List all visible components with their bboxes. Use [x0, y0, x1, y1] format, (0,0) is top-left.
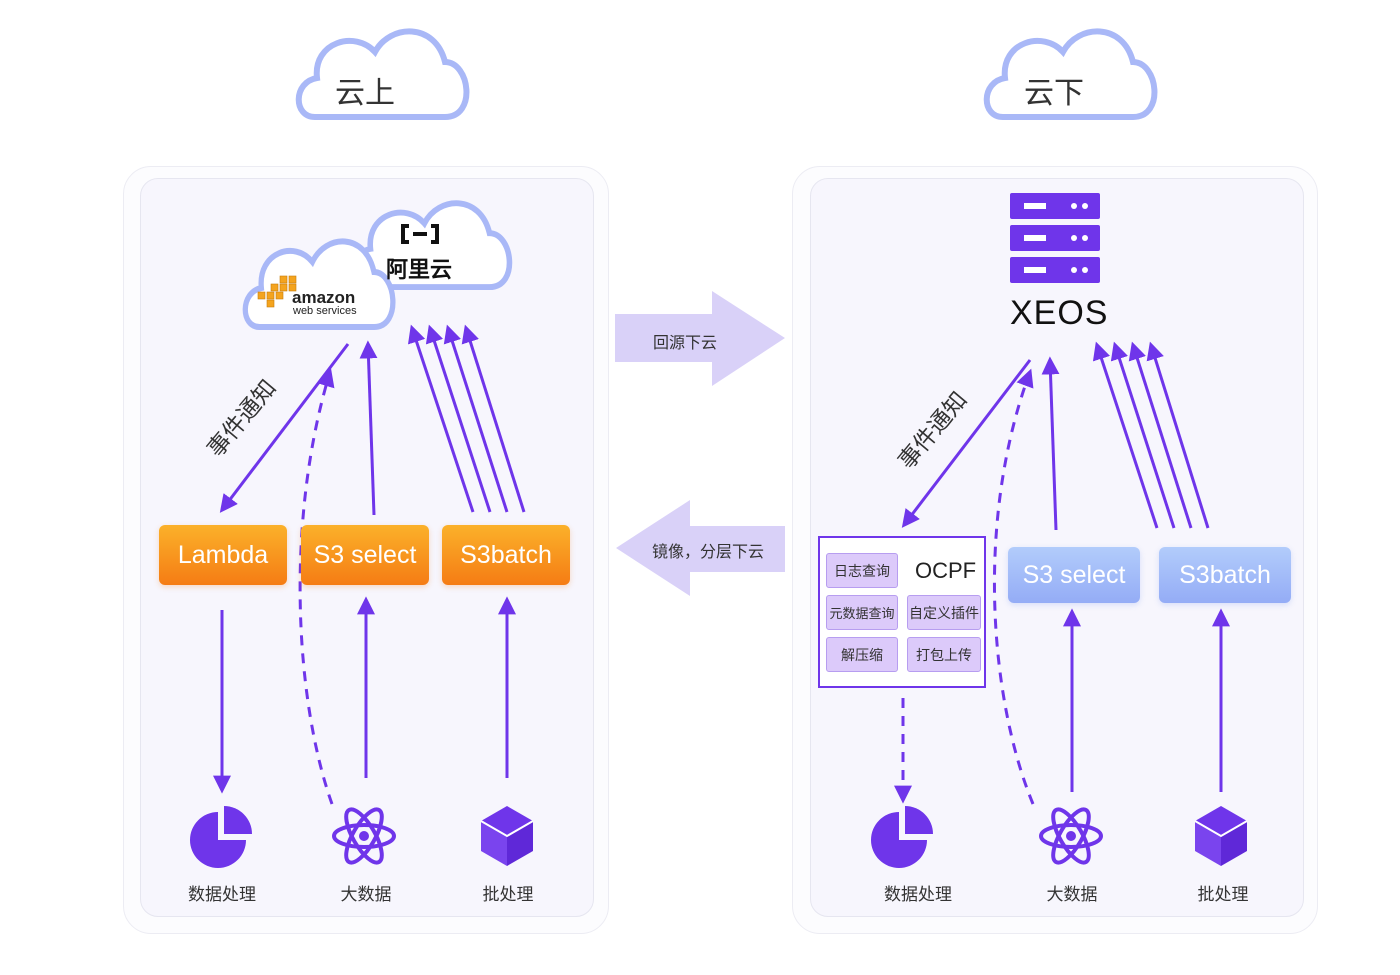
cloud-label-right: 云下 [1024, 76, 1084, 111]
metadata-query-item[interactable]: 元数据查询 [826, 595, 898, 630]
pie-chart-icon [190, 806, 252, 868]
big-data-label-right: 大数据 [1046, 885, 1098, 905]
event-arrow-right [901, 359, 1032, 528]
s3-select-box-right[interactable]: S3 select [1008, 547, 1140, 603]
decompress-item[interactable]: 解压缩 [826, 637, 898, 672]
aws-logo [257, 275, 297, 308]
s3select-up-arrow-right [1041, 356, 1060, 531]
batch-processing-label-right: 批处理 [1197, 885, 1249, 905]
dashed-arrow-left [298, 368, 335, 805]
batch-arrow-left-4 [461, 324, 526, 513]
lambda-box[interactable]: Lambda [159, 525, 287, 585]
atom-icon [332, 807, 396, 865]
batch-arrow-left-1 [407, 324, 475, 513]
batch-arrow-right-4 [1146, 341, 1210, 529]
data-processing-label-left: 数据处理 [188, 885, 256, 905]
arrow-right-banner [615, 291, 785, 386]
cloud-label-left: 云上 [335, 76, 395, 111]
server-icon [1010, 193, 1100, 283]
aliyun-logo [401, 224, 439, 244]
ocpf-title: OCPF [915, 558, 977, 583]
package-upload-item[interactable]: 打包上传 [907, 637, 981, 672]
batch-arrow-right-3 [1128, 341, 1193, 529]
batch-arrow-right-1 [1092, 341, 1159, 529]
aliyun-label: 阿里云 [386, 258, 453, 283]
ocpf-box[interactable]: 日志查询 OCPF 元数据查询 自定义插件 解压缩 打包上传 [818, 536, 986, 688]
dashed-arrow-right [992, 368, 1035, 805]
cube-icon [480, 806, 534, 866]
xeos-title: XEOS [1010, 294, 1109, 332]
log-query-item[interactable]: 日志查询 [826, 553, 898, 588]
batch-processing-label-left: 批处理 [482, 885, 534, 905]
s3batch-box-right[interactable]: S3batch [1159, 547, 1291, 603]
cube-icon [1194, 806, 1248, 866]
s3select-up-arrow-left [359, 340, 378, 516]
aws-sublabel: web services [293, 305, 357, 317]
big-data-label-left: 大数据 [340, 885, 392, 905]
top-banner-label: 回源下云 [653, 333, 718, 352]
data-processing-label-right: 数据处理 [884, 885, 952, 905]
arrow-left-banner [616, 500, 785, 596]
atom-icon [1039, 807, 1103, 865]
batch-arrow-left-3 [443, 324, 509, 513]
pie-chart-icon [871, 806, 933, 868]
s3batch-box-left[interactable]: S3batch [442, 525, 570, 585]
bottom-banner-label: 镜像，分层下云 [652, 542, 765, 561]
batch-arrow-left-2 [425, 324, 492, 513]
custom-plugin-item[interactable]: 自定义插件 [907, 595, 981, 630]
s3-select-box-left[interactable]: S3 select [301, 525, 429, 585]
batch-arrow-right-2 [1110, 341, 1176, 529]
aws-label: amazon [292, 288, 356, 307]
